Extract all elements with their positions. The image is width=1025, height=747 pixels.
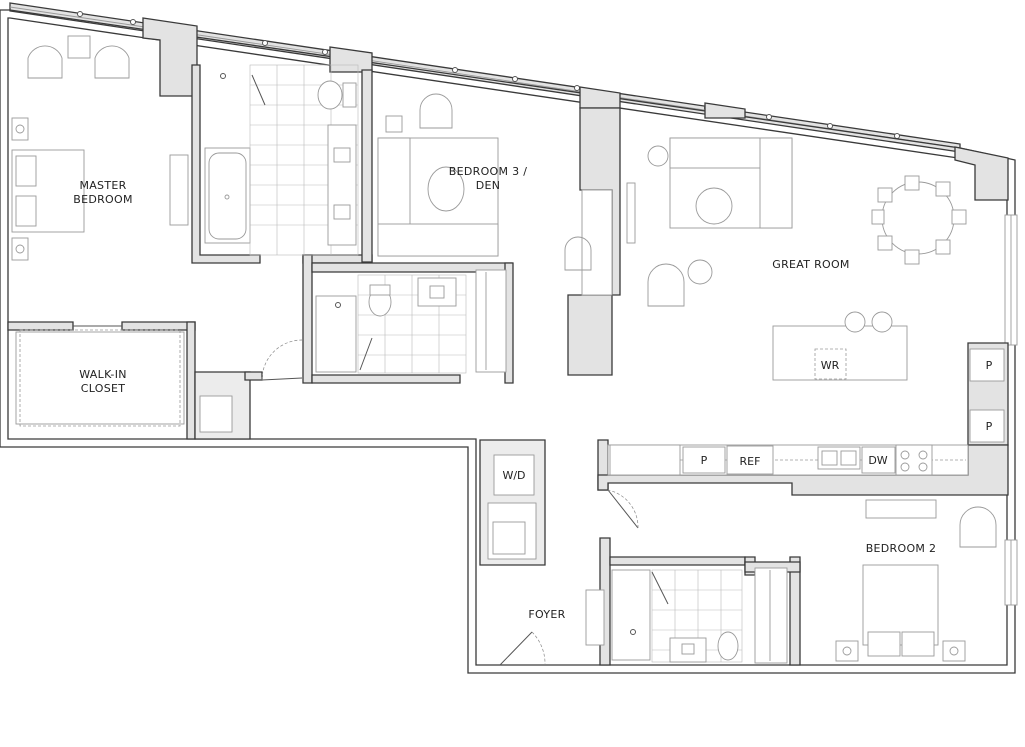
room-label-master-bedroom-2: BEDROOM [73,193,133,206]
door-swings [261,339,639,666]
label-ref: REF [740,455,761,468]
room-label-walk-in-1: WALK-IN [79,368,127,381]
room-labels: MASTER BEDROOM BEDROOM 3 / DEN GREAT ROO… [73,165,936,621]
laundry-storage [487,454,605,646]
fixture-labels: WR W/D P P P REF DW [502,359,992,482]
room-label-great-room: GREAT ROOM [772,258,849,271]
room-label-bedroom3-1: BEDROOM 3 / [449,165,527,178]
hall-bath [315,269,507,374]
walk-in-closet-shelving [15,325,233,433]
bedroom2-bath [611,567,788,664]
kitchen-counter [607,348,1005,476]
label-dw: DW [868,454,887,467]
label-pantry-1: P [986,359,993,372]
room-label-bedroom3-2: DEN [476,179,501,192]
room-label-master-bedroom-1: MASTER [79,179,126,192]
room-label-bedroom2: BEDROOM 2 [866,542,937,555]
label-wr: WR [821,359,840,372]
room-label-foyer: FOYER [528,608,565,621]
room-label-walk-in-2: CLOSET [81,382,126,395]
label-wd: W/D [502,469,525,482]
exterior-walls [0,9,1018,674]
master-bath [204,64,359,256]
bedroom2-furniture [835,499,997,662]
master-bedroom-furniture [11,35,189,261]
label-pantry-3: P [701,454,708,467]
label-pantry-2: P [986,420,993,433]
bedroom3-furniture [377,93,613,296]
great-room-furniture [626,137,967,381]
